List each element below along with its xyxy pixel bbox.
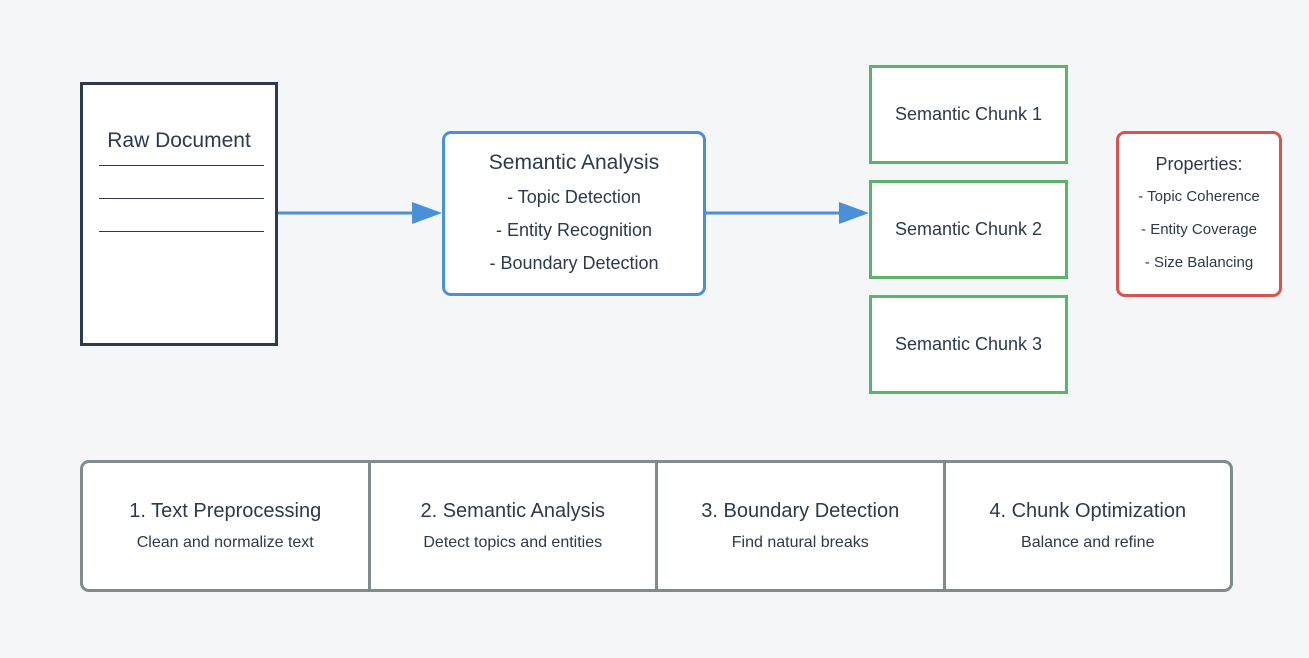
arrowhead-document-to-analysis <box>412 202 442 224</box>
raw-document-node: Raw Document <box>80 82 278 346</box>
step-description: Balance and refine <box>1021 534 1155 551</box>
properties-node: Properties: - Topic Coherence - Entity C… <box>1116 131 1282 297</box>
step-description: Clean and normalize text <box>136 534 314 551</box>
semantic-analysis-title: Semantic Analysis <box>488 151 660 174</box>
step-description: Detect topics and entities <box>423 534 603 551</box>
chunk-label: Semantic Chunk 1 <box>894 104 1043 124</box>
chunk-label: Semantic Chunk 2 <box>894 219 1043 239</box>
step-title: 4. Chunk Optimization <box>989 500 1187 522</box>
raw-document-title: Raw Document <box>107 129 251 152</box>
properties-item: - Size Balancing <box>1144 253 1254 271</box>
step-title: 2. Semantic Analysis <box>420 500 606 522</box>
step-title: 1. Text Preprocessing <box>129 500 322 522</box>
document-text-line <box>99 198 264 199</box>
semantic-chunk-1: Semantic Chunk 1 <box>869 65 1068 164</box>
semantic-chunk-2: Semantic Chunk 2 <box>869 180 1068 279</box>
document-text-line <box>99 231 264 232</box>
process-steps-panel: 1. Text Preprocessing Clean and normaliz… <box>80 460 1233 592</box>
semantic-analysis-item: - Topic Detection <box>507 187 641 207</box>
step-description: Find natural breaks <box>731 534 869 551</box>
semantic-analysis-item: - Entity Recognition <box>495 220 653 240</box>
step-semantic-analysis: 2. Semantic Analysis Detect topics and e… <box>371 463 658 589</box>
properties-title: Properties: <box>1155 153 1243 174</box>
semantic-analysis-item: - Boundary Detection <box>489 253 659 273</box>
properties-item: - Entity Coverage <box>1141 220 1257 238</box>
step-boundary-detection: 3. Boundary Detection Find natural break… <box>658 463 946 589</box>
step-chunk-optimization: 4. Chunk Optimization Balance and refine <box>946 463 1231 589</box>
step-text-preprocessing: 1. Text Preprocessing Clean and normaliz… <box>83 463 371 589</box>
arrowhead-analysis-to-chunks <box>839 202 869 224</box>
chunk-label: Semantic Chunk 3 <box>894 334 1043 354</box>
document-text-line <box>99 165 264 166</box>
semantic-analysis-node: Semantic Analysis - Topic Detection - En… <box>442 131 706 296</box>
step-title: 3. Boundary Detection <box>701 500 900 522</box>
properties-item: - Topic Coherence <box>1138 187 1260 205</box>
semantic-chunk-3: Semantic Chunk 3 <box>869 295 1068 394</box>
